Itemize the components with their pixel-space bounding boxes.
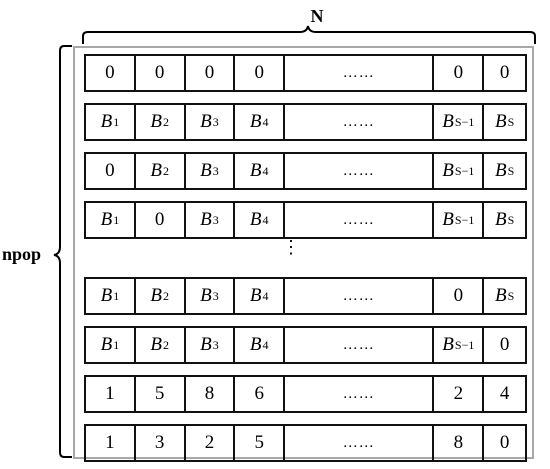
population-frame: [73, 46, 534, 459]
matrix-cell: 0: [432, 54, 485, 92]
matrix-cell: ……: [283, 424, 435, 462]
matrix-cell: 0: [183, 54, 236, 92]
matrix-cell: 1: [84, 375, 136, 413]
matrix-cell: 0: [432, 277, 485, 315]
matrix-cell: 2: [432, 375, 485, 413]
matrix-cell: 0: [233, 54, 286, 92]
matrix-cell: ……: [283, 326, 435, 364]
matrix-cell: 8: [432, 424, 485, 462]
matrix-cell: 3: [133, 424, 186, 462]
matrix-cell: 5: [133, 375, 186, 413]
matrix-cell: 4: [482, 375, 528, 413]
matrix-cell: 0: [133, 201, 186, 239]
matrix-cell: 8: [183, 375, 236, 413]
matrix-cell: ……: [283, 277, 435, 315]
matrix-cell: ……: [283, 54, 435, 92]
matrix-cell: 0: [482, 424, 528, 462]
matrix-cell: ……: [283, 201, 435, 239]
vertical-ellipsis: ⋮: [282, 237, 300, 257]
matrix-cell: 6: [233, 375, 286, 413]
top-brace: [82, 25, 536, 44]
n-dimension-label: N: [310, 6, 324, 26]
matrix-cell: 0: [133, 54, 186, 92]
matrix-cell: ……: [283, 152, 435, 190]
matrix-cell: 0: [482, 54, 528, 92]
matrix-cell: 2: [183, 424, 236, 462]
left-brace: [53, 45, 72, 458]
npop-dimension-label: npop: [2, 244, 42, 264]
matrix-cell: 0: [482, 326, 528, 364]
matrix-cell: ……: [283, 103, 435, 141]
matrix-cell: 0: [84, 152, 136, 190]
matrix-cell: 1: [84, 424, 136, 462]
matrix-cell: ……: [283, 375, 435, 413]
matrix-cell: 5: [233, 424, 286, 462]
matrix-cell: 0: [84, 54, 136, 92]
